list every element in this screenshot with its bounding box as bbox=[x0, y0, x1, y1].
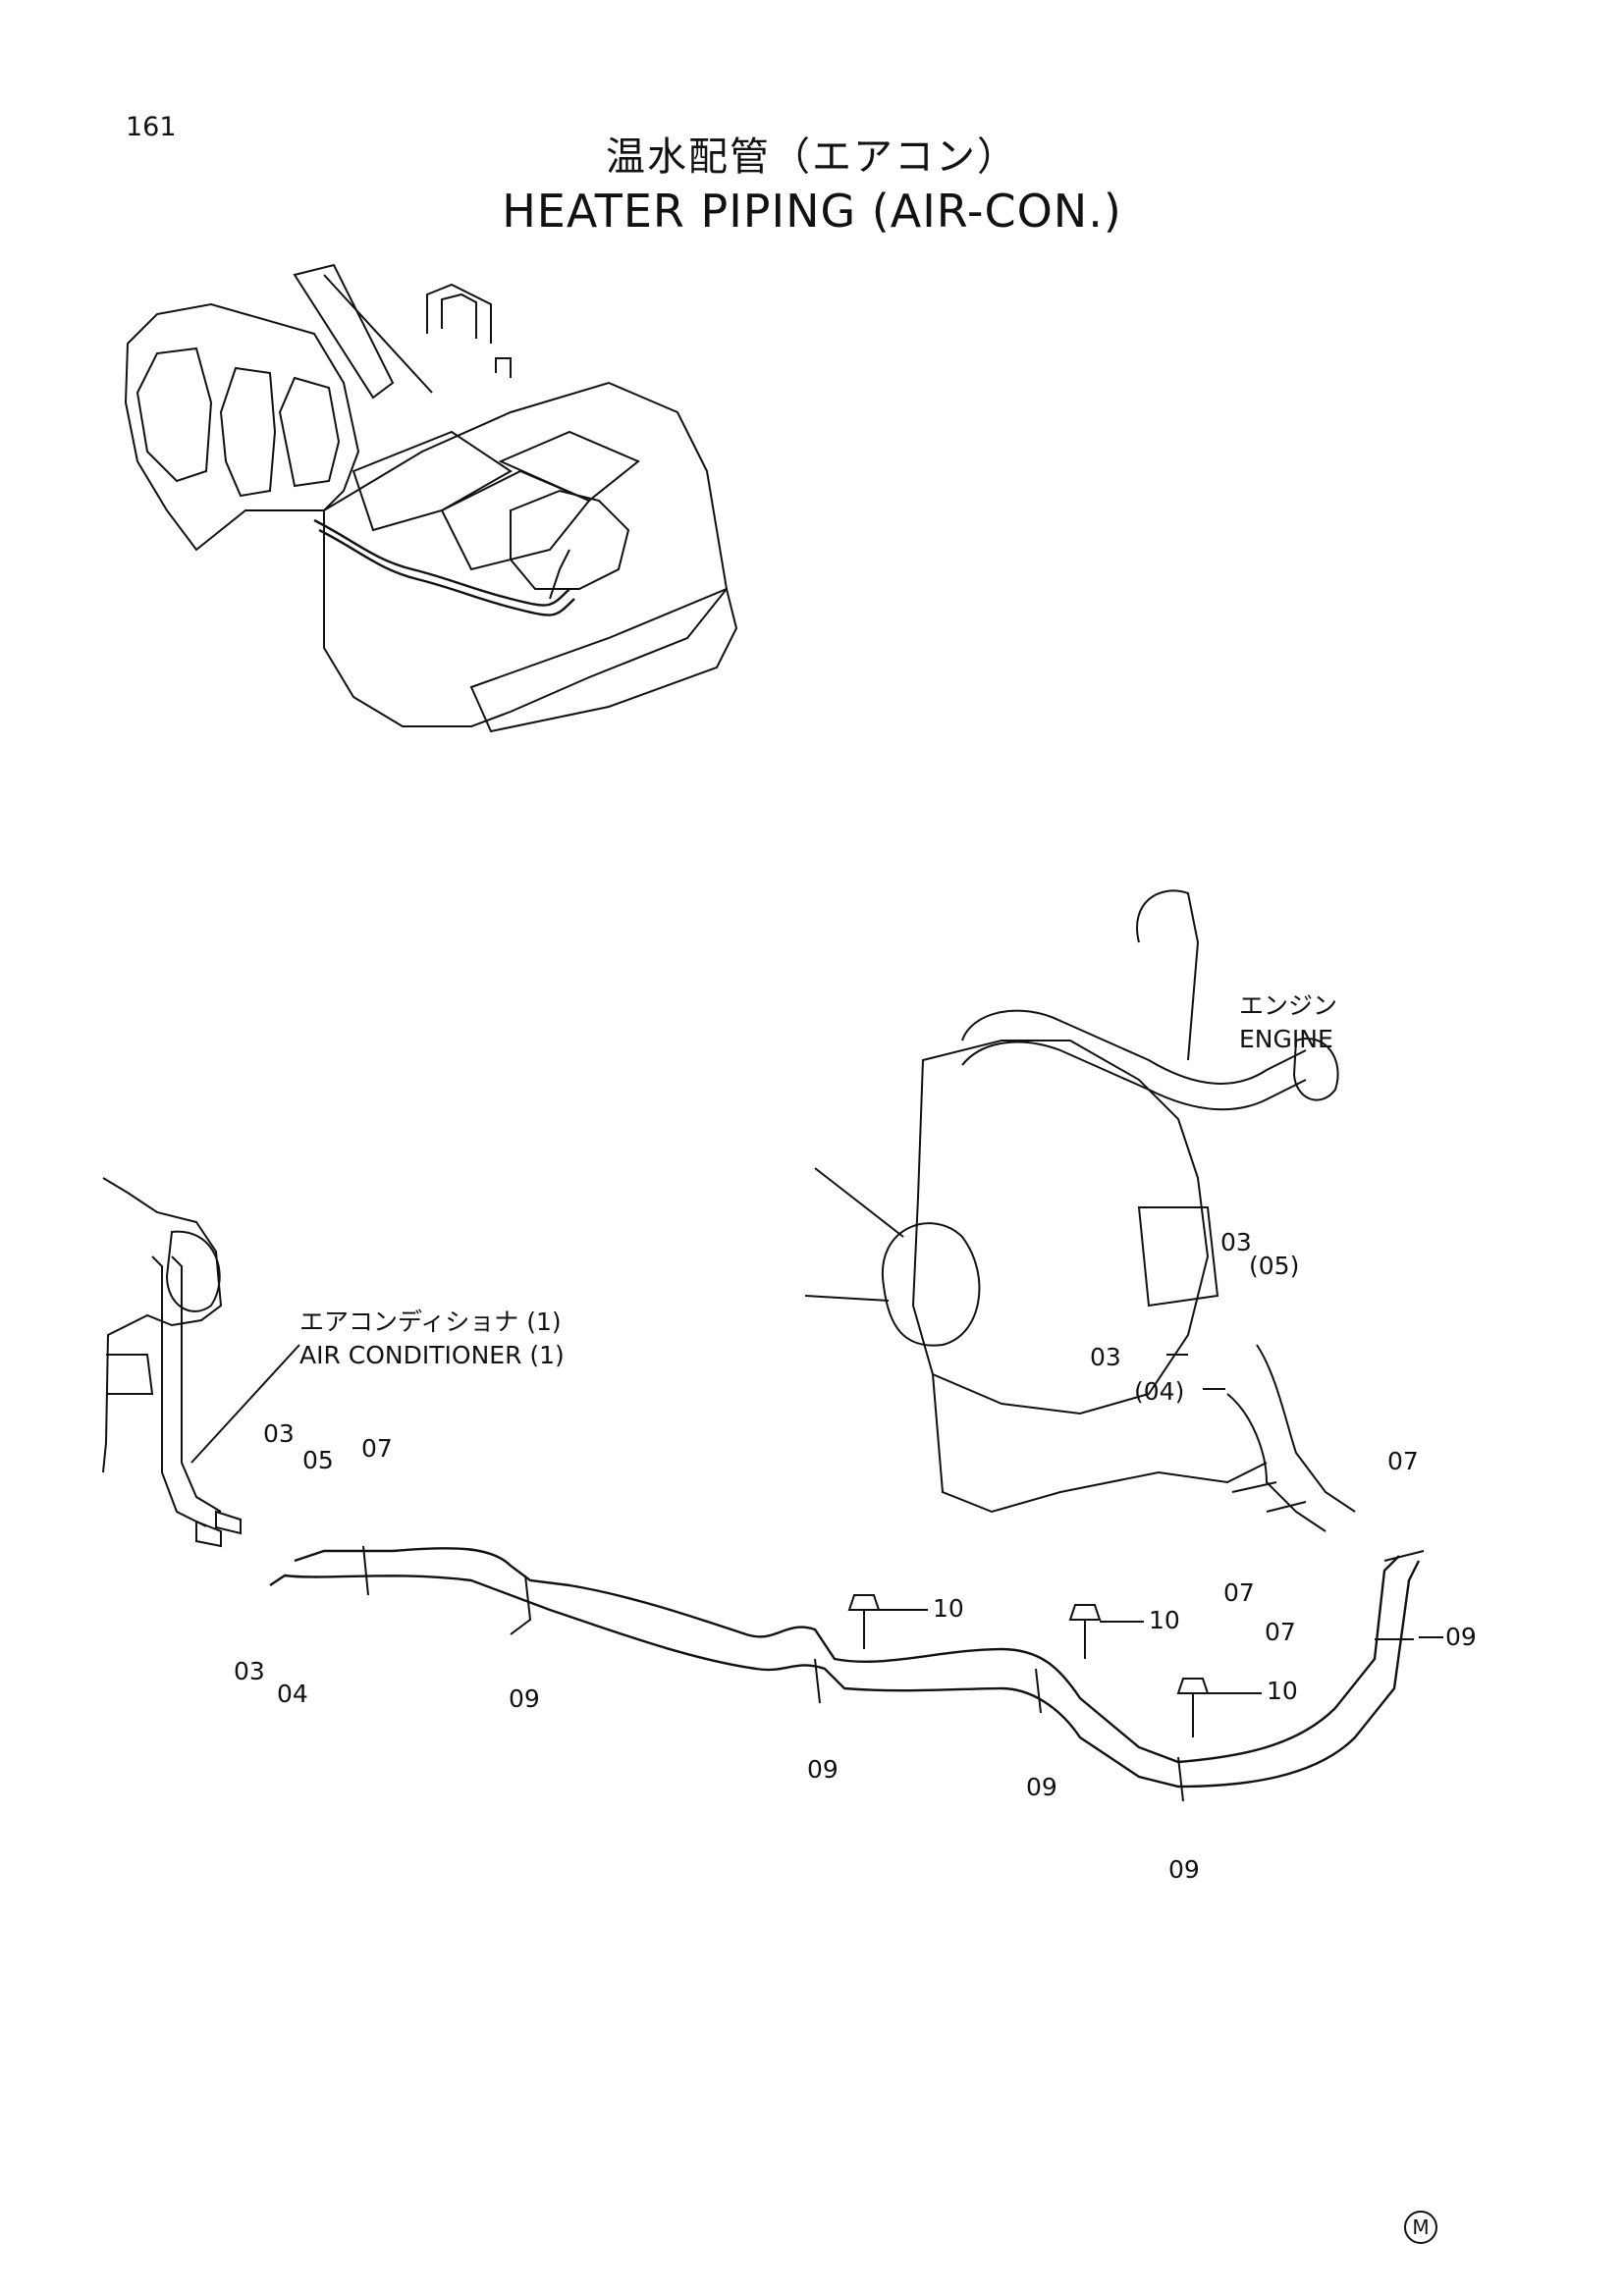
aircon-pipe-2 bbox=[171, 1255, 222, 1513]
callout-10: 10 bbox=[1267, 1677, 1298, 1705]
clamp-07-left bbox=[362, 1545, 369, 1596]
title-english: HEATER PIPING (AIR-CON.) bbox=[502, 185, 1122, 238]
aircon-pipe-1 bbox=[151, 1255, 207, 1527]
engine-air-pipe bbox=[961, 1009, 1307, 1085]
exhaust-stack bbox=[495, 357, 512, 378]
callout-10: 10 bbox=[1149, 1606, 1180, 1634]
hood-panel-1 bbox=[352, 430, 513, 532]
fan-blade-1 bbox=[804, 1295, 890, 1302]
heater-hoses bbox=[269, 1354, 1443, 1802]
callout-09: 09 bbox=[509, 1684, 540, 1713]
clamp-09-b bbox=[814, 1658, 821, 1704]
clamp-07-right bbox=[1383, 1550, 1425, 1562]
engine-base bbox=[932, 1373, 1268, 1514]
callout-07: 07 bbox=[361, 1434, 393, 1463]
hood-panel-2 bbox=[440, 469, 591, 571]
hose-04-lower bbox=[269, 1560, 1421, 1789]
callout-09: 09 bbox=[1168, 1855, 1200, 1884]
air-conditioner-unit bbox=[102, 1177, 300, 1548]
handrail bbox=[426, 283, 492, 344]
engine-fan bbox=[881, 1222, 981, 1347]
manufacturer-mark: M bbox=[1404, 2211, 1437, 2244]
handrail-2 bbox=[441, 293, 477, 339]
aircon-housing bbox=[102, 1177, 223, 1473]
callout-07: 07 bbox=[1265, 1618, 1296, 1646]
cab-window-rear bbox=[278, 376, 341, 488]
aircon-duct bbox=[106, 1354, 154, 1395]
engine-turbo bbox=[1292, 1038, 1339, 1101]
clamp-09-a bbox=[510, 1575, 532, 1635]
fan-blade-2 bbox=[814, 1167, 904, 1238]
aircon-blower bbox=[165, 1230, 221, 1312]
callout-09: 09 bbox=[807, 1755, 839, 1784]
hose-05-upper bbox=[294, 1547, 1400, 1764]
title-japanese: 温水配管（エアコン） bbox=[606, 134, 1018, 180]
boom-line bbox=[323, 274, 433, 394]
bolt-10-b bbox=[1068, 1604, 1102, 1659]
callout-03: 03 bbox=[1220, 1228, 1252, 1256]
callout-09: 09 bbox=[1026, 1773, 1057, 1801]
callout-03: 03 bbox=[263, 1419, 295, 1448]
overview-pipe-3 bbox=[549, 549, 570, 600]
engine-label-jp: エンジン bbox=[1239, 991, 1338, 1020]
engine-filter bbox=[1137, 1206, 1219, 1308]
bolt-10-a bbox=[847, 1594, 881, 1649]
clamp-09-d bbox=[1177, 1756, 1184, 1802]
overview-pipe-2 bbox=[318, 528, 575, 616]
engine-pipe-return bbox=[1226, 1393, 1326, 1532]
aircon-nipple-2 bbox=[215, 1510, 242, 1535]
cab-window-side bbox=[219, 366, 277, 498]
callout-07: 07 bbox=[1223, 1578, 1255, 1607]
clamp-07-engine-2 bbox=[1266, 1501, 1307, 1513]
engine-intake bbox=[1136, 889, 1200, 1061]
engine-air-pipe-2 bbox=[961, 1041, 1307, 1111]
callout-04: 04 bbox=[277, 1680, 308, 1708]
counterweight bbox=[469, 587, 738, 733]
engine-pipe-supply bbox=[1256, 1344, 1356, 1513]
engine-drawing bbox=[804, 889, 1356, 1532]
hood-panel-3 bbox=[498, 430, 640, 503]
callout-03: 03 bbox=[1090, 1343, 1121, 1371]
deck-outline bbox=[323, 381, 729, 727]
callout-10: 10 bbox=[933, 1594, 964, 1623]
bolt-10-c bbox=[1176, 1678, 1210, 1737]
engine-block-sketch bbox=[510, 489, 630, 590]
callout-07: 07 bbox=[1387, 1447, 1419, 1475]
cab-outline bbox=[124, 302, 360, 552]
callout-04-paren: (04) bbox=[1134, 1377, 1185, 1406]
clamp-09-c bbox=[1035, 1668, 1042, 1714]
engine-label-en: ENGINE bbox=[1239, 1025, 1333, 1053]
overview-pipe-1 bbox=[313, 518, 570, 607]
aircon-label-jp: エアコンディショナ (1) bbox=[299, 1308, 562, 1336]
aircon-nipple-1 bbox=[195, 1520, 222, 1548]
aircon-leader bbox=[190, 1344, 300, 1464]
boom-outline bbox=[293, 263, 395, 400]
cab-window-front bbox=[135, 347, 213, 483]
callout-05-paren: (05) bbox=[1249, 1252, 1300, 1280]
clamp-07-engine-1 bbox=[1231, 1481, 1277, 1493]
callout-09: 09 bbox=[1445, 1623, 1477, 1651]
excavator-overview bbox=[124, 263, 738, 733]
engine-block bbox=[911, 1040, 1210, 1415]
callout-05: 05 bbox=[302, 1446, 334, 1474]
aircon-label-en: AIR CONDITIONER (1) bbox=[299, 1341, 565, 1369]
callout-03: 03 bbox=[234, 1657, 265, 1685]
page-number: 161 bbox=[126, 112, 177, 142]
